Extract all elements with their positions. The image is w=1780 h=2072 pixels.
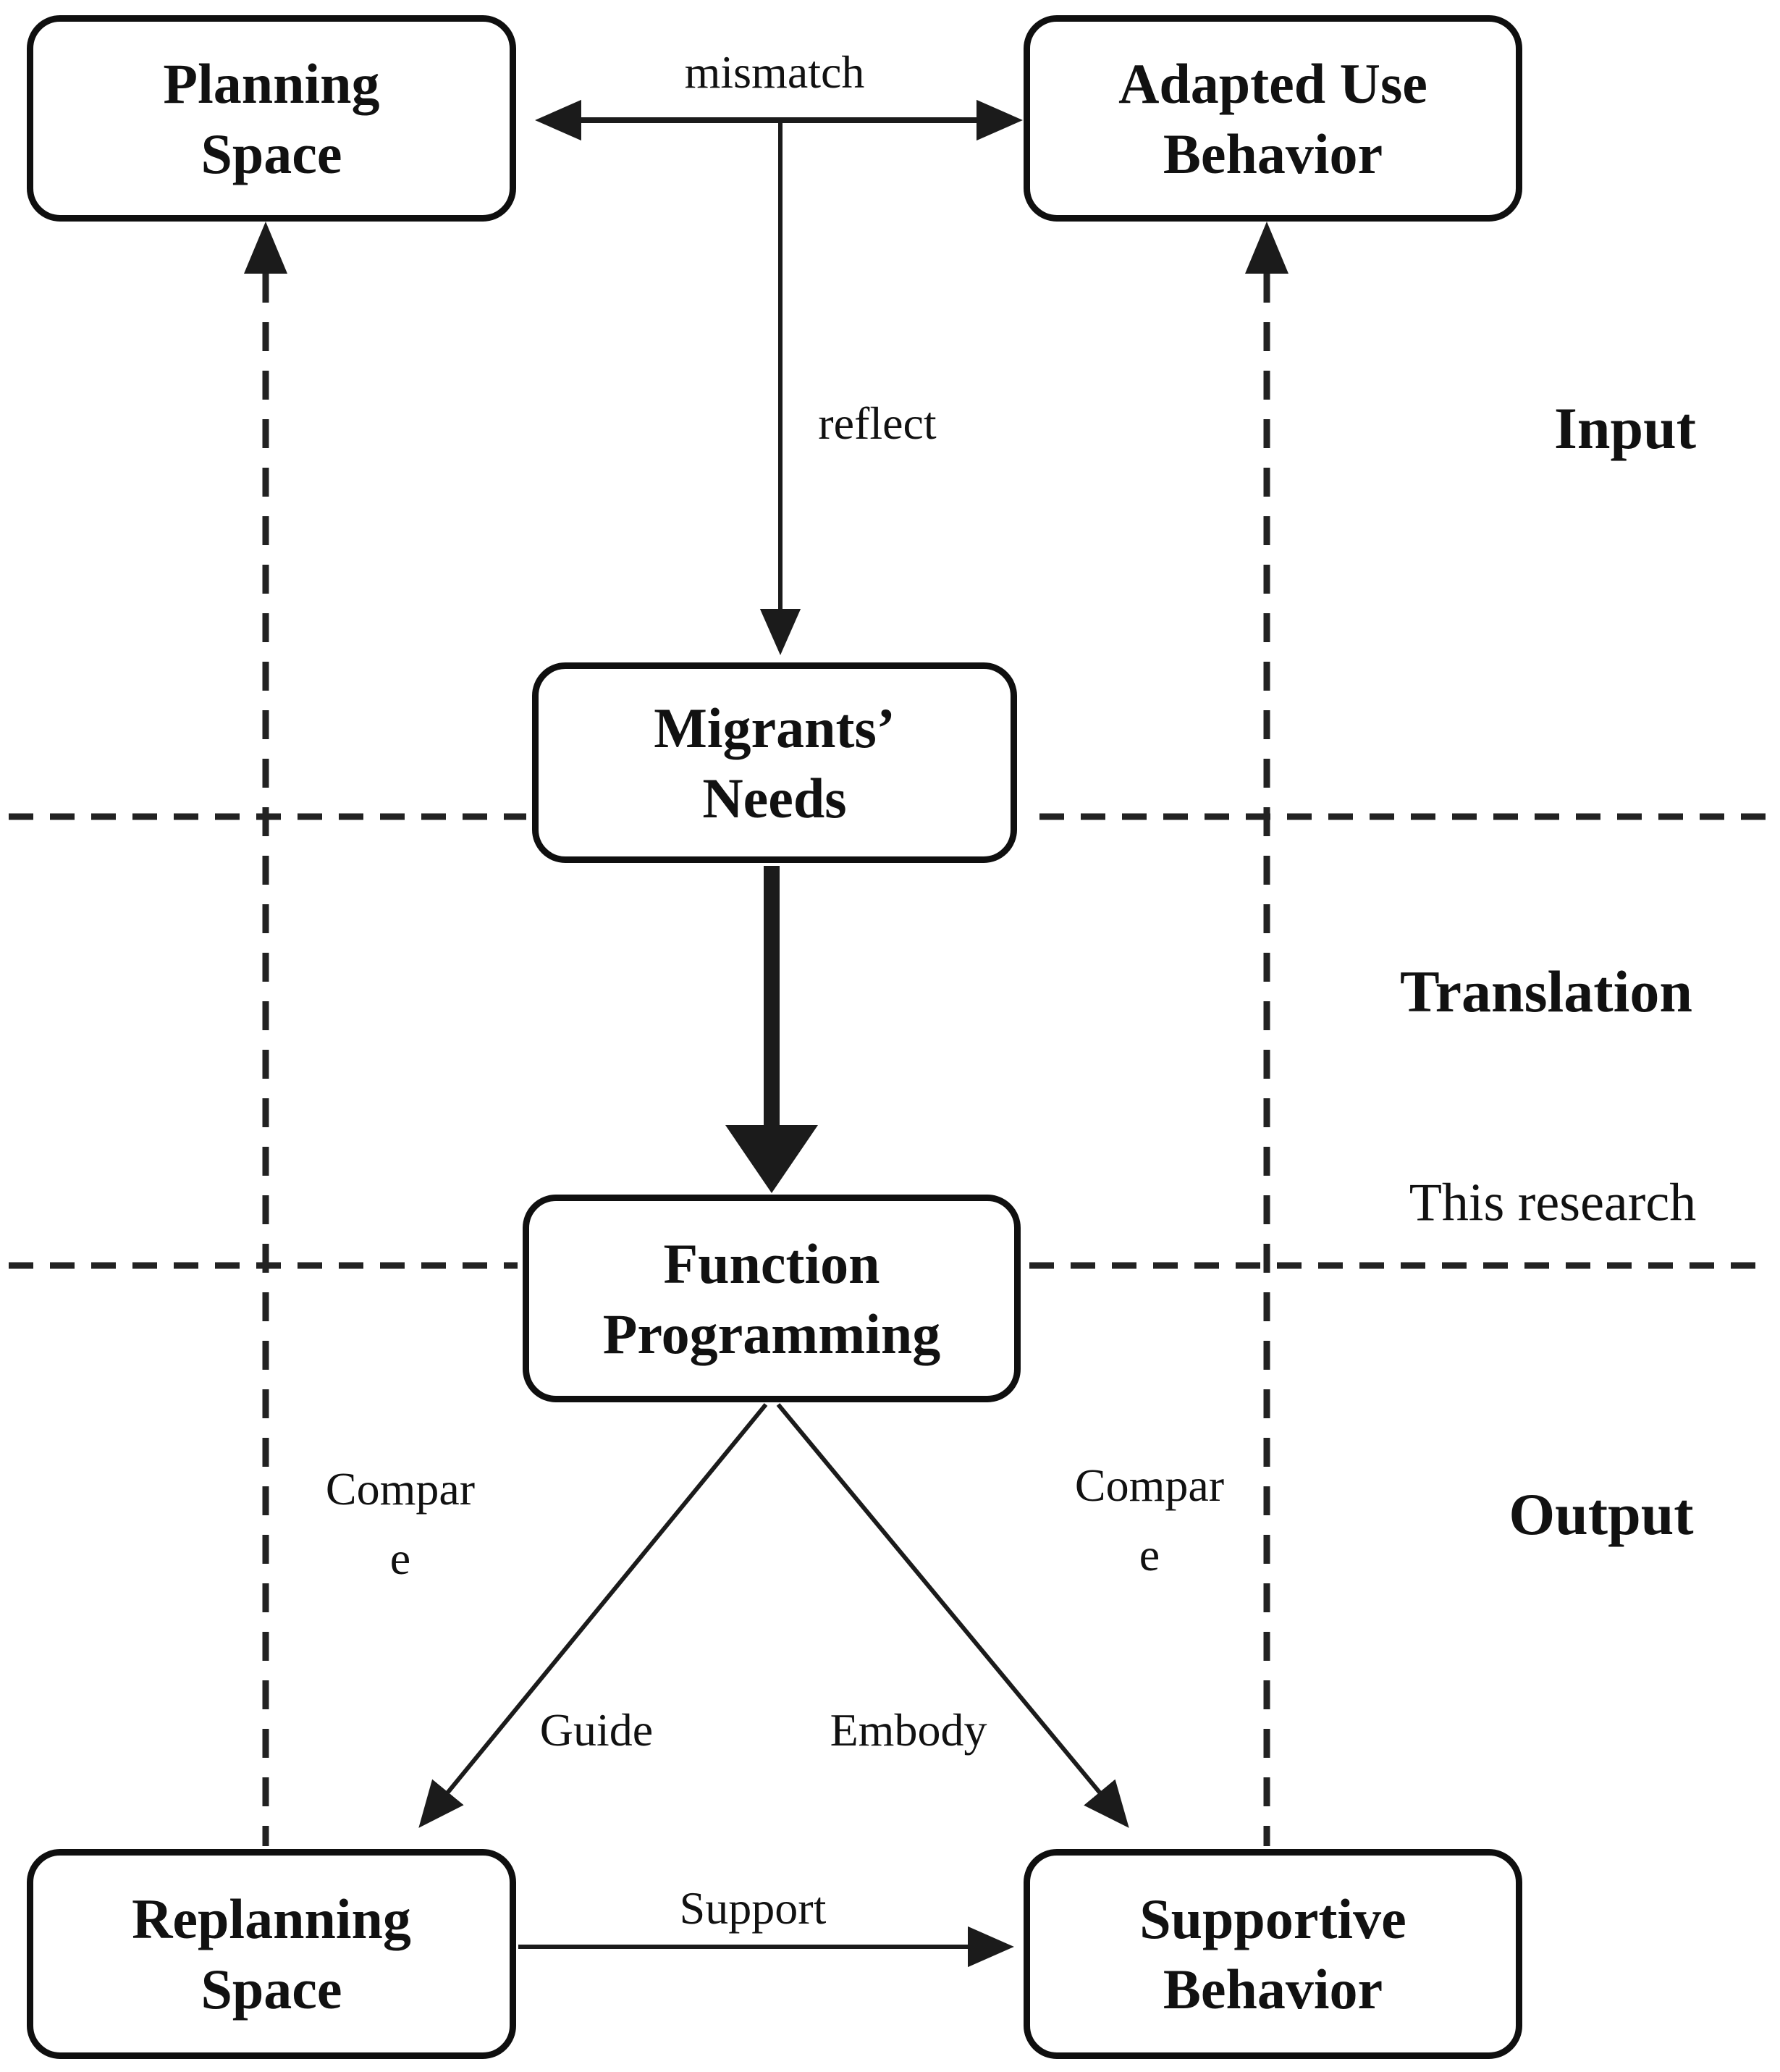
node-adapted-use-behavior-line2: Behavior [1163,122,1383,185]
section-label-input: Input [1553,395,1697,461]
node-replanning-space-line2: Space [201,1958,342,2021]
node-supportive-behavior: Supportive Behavior [1024,1849,1522,2059]
section-label-output: Output [1509,1481,1694,1547]
edge-label-mismatch: mismatch [684,46,865,98]
node-function-programming-line2: Programming [602,1302,941,1365]
node-migrants-needs: Migrants’ Needs [532,662,1017,863]
guide-arrow [418,1403,768,1828]
dashed-feedback-arrowhead-right [1245,222,1288,274]
needs-to-function-thick-arrowhead [725,1125,818,1193]
edge-label-guide: Guide [539,1704,654,1756]
edge-label-compare-right: Compare [1074,1460,1225,1580]
node-planning-space-line2: Space [201,122,342,185]
edge-label-embody: Embody [830,1704,987,1756]
section-label-this-research: This research [1409,1173,1697,1233]
section-label-translation: Translation [1400,959,1692,1024]
node-migrants-needs-line1: Migrants’ [654,696,895,759]
node-planning-space: Planning Space [27,15,516,222]
node-replanning-space-line1: Replanning [132,1887,411,1950]
edge-label-compare-left: Compare [325,1463,476,1584]
node-supportive-behavior-line2: Behavior [1163,1958,1383,2021]
edge-label-reflect: reflect [818,397,937,449]
node-planning-space-line1: Planning [163,51,380,115]
node-adapted-use-behavior: Adapted Use Behavior [1024,15,1522,222]
embody-arrow [776,1403,1129,1828]
node-function-programming: Function Programming [523,1195,1021,1402]
node-migrants-needs-line2: Needs [702,766,847,830]
node-supportive-behavior-line1: Supportive [1139,1887,1406,1950]
node-replanning-space: Replanning Space [27,1849,516,2059]
node-adapted-use-behavior-line1: Adapted Use [1118,51,1427,115]
node-function-programming-line1: Function [663,1231,880,1295]
dashed-feedback-arrowhead-left [244,222,287,274]
edge-label-support: Support [679,1882,827,1934]
